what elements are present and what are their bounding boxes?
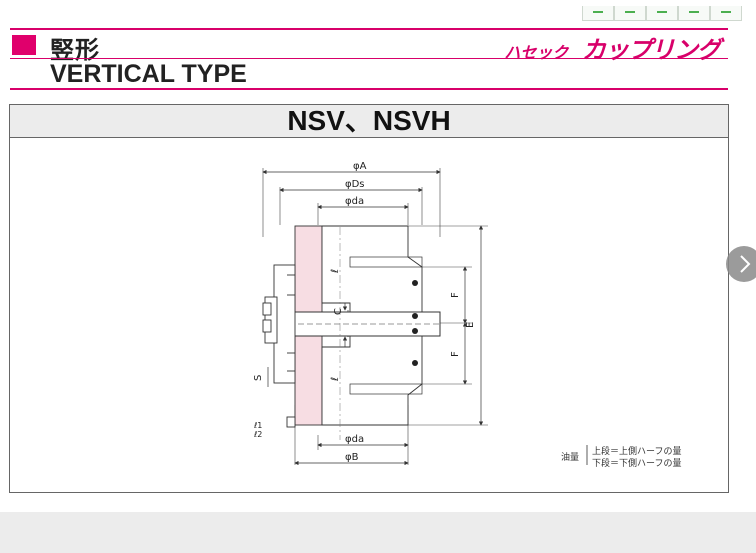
dim-label-l-upper: ℓ <box>330 269 341 273</box>
next-page-button[interactable] <box>726 246 756 282</box>
side-bolt-head <box>262 302 272 316</box>
bolt <box>412 313 418 319</box>
dim-label-c: C <box>333 308 344 315</box>
brand-large: カップリング <box>582 36 721 64</box>
oil-legend-line1: 上段＝上側ハーフの量 <box>592 445 681 457</box>
viewer-toolbar <box>0 512 756 553</box>
header-rule-mid <box>10 58 728 59</box>
drawing-frame: NSV、NSVH <box>9 104 729 493</box>
dim-label-l1: ℓ1 <box>253 421 262 430</box>
flange-lower <box>294 327 323 426</box>
dim-label-f-upper: F <box>450 292 461 298</box>
toolbar-button[interactable] <box>646 6 678 21</box>
oil-legend-line2: 下段＝下側ハーフの量 <box>592 457 681 469</box>
toolbar-button[interactable] <box>710 6 742 21</box>
dim-label-phi-da-top: φda <box>345 196 364 207</box>
chevron-right-icon <box>740 255 751 273</box>
dim-label-e: E <box>465 322 476 328</box>
toolbar-button[interactable] <box>582 6 614 21</box>
brand-logo: ハセック カップリング <box>504 30 721 65</box>
bolt <box>412 328 418 334</box>
dim-label-f-lower: F <box>450 351 461 357</box>
catalog-page: 竪形 VERTICAL TYPE ハセック カップリング NSV、NSVH <box>9 6 742 493</box>
flange-upper <box>294 225 323 321</box>
model-header: NSV、NSVH <box>10 105 728 138</box>
bolt <box>412 360 418 366</box>
title-jp: 竪形 <box>50 36 100 64</box>
dim-label-phi-a: φA <box>353 161 367 172</box>
brand-small: ハセック <box>504 43 569 62</box>
dim-label-l-lower: ℓ <box>330 377 341 381</box>
oil-legend-label: 油量 <box>561 451 579 463</box>
dim-label-phi-b: φB <box>345 452 359 463</box>
bolt <box>412 280 418 286</box>
header-rule-top <box>10 28 728 30</box>
toolbar-button[interactable] <box>614 6 646 21</box>
dim-label-phi-da-bottom: φda <box>345 434 364 445</box>
dim-label-phi-ds: φDs <box>345 179 365 190</box>
side-bolt-head <box>262 319 272 333</box>
hub-upper-bore <box>349 256 423 268</box>
side-clip <box>286 416 296 428</box>
dim-label-l2: ℓ2 <box>253 430 262 439</box>
header-rule-bottom <box>10 88 728 90</box>
title-marker <box>12 35 36 55</box>
title-en: VERTICAL TYPE <box>50 60 247 88</box>
dim-label-s: S <box>253 375 264 381</box>
coupling-drawing: φA φDs φda φda φB E F F C S ℓ ℓ ℓ1 ℓ2 油量… <box>253 161 681 469</box>
hub-lower-bore <box>349 383 423 395</box>
oil-legend: 油量 上段＝上側ハーフの量 下段＝下側ハーフの量 <box>561 445 681 469</box>
toolbar-button[interactable] <box>678 6 710 21</box>
model-title: NSV、NSVH <box>287 105 451 136</box>
